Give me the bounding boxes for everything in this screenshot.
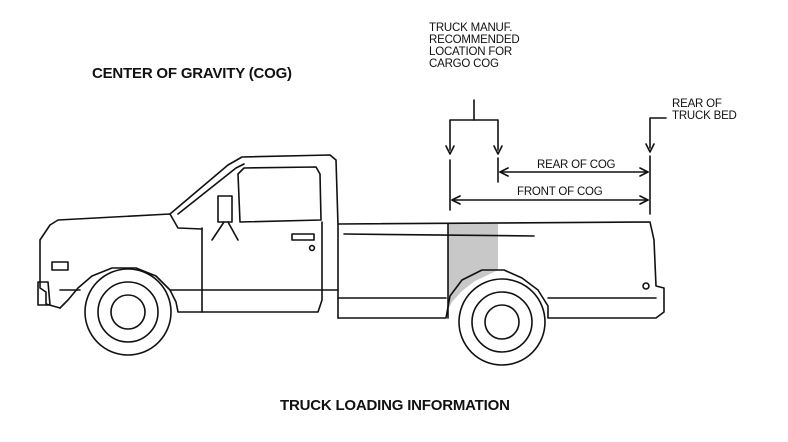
front-of-cog-arrows xyxy=(451,195,649,205)
cab-outline xyxy=(169,154,339,319)
hood-outline xyxy=(39,213,203,241)
manuf-line-4: CARGO COG xyxy=(429,58,499,71)
bed-outline xyxy=(337,221,665,319)
rear-of-cog-label: REAR OF COG xyxy=(537,159,616,171)
front-of-cog-label: FRONT OF COG xyxy=(517,186,603,198)
cog-arrow-front xyxy=(445,145,455,155)
rear-of-cog-arrows xyxy=(499,167,649,177)
door-outline xyxy=(201,221,323,313)
manuf-line-1: TRUCK MANUF. xyxy=(429,22,513,34)
cog-location-bracket xyxy=(449,119,499,151)
mirror-arm xyxy=(211,221,239,241)
cog-arrow-rear xyxy=(493,145,503,155)
rear-bed-line-2: TRUCK BED xyxy=(672,110,737,123)
front-fender xyxy=(59,267,203,313)
front-bumper xyxy=(37,281,51,306)
bed-rail xyxy=(343,233,535,237)
rear-of-truck-bed-label: REAR OF TRUCK BED xyxy=(672,98,737,122)
windshield-pillar xyxy=(177,163,245,215)
door-lock xyxy=(308,244,316,252)
rear-bed-line-1: REAR OF xyxy=(672,98,722,110)
manufacturer-recommendation-label: TRUCK MANUF. RECOMMENDED LOCATION FOR CA… xyxy=(429,22,520,71)
headlight xyxy=(51,261,69,271)
rear-bed-arrow xyxy=(645,143,655,153)
diagram-title: CENTER OF GRAVITY (COG) xyxy=(92,65,292,82)
rear-bed-pointer xyxy=(649,117,667,149)
door-handle xyxy=(291,233,315,241)
front-wheel xyxy=(84,268,172,356)
tail-light xyxy=(642,282,650,290)
side-mirror xyxy=(217,195,233,223)
diagram-caption: TRUCK LOADING INFORMATION xyxy=(280,397,510,414)
door-window xyxy=(237,166,322,223)
rear-wheel xyxy=(458,278,546,366)
cog-zone xyxy=(448,224,498,310)
manuf-line-3: LOCATION FOR xyxy=(429,46,513,59)
manuf-line-2: RECOMMENDED xyxy=(429,34,520,47)
